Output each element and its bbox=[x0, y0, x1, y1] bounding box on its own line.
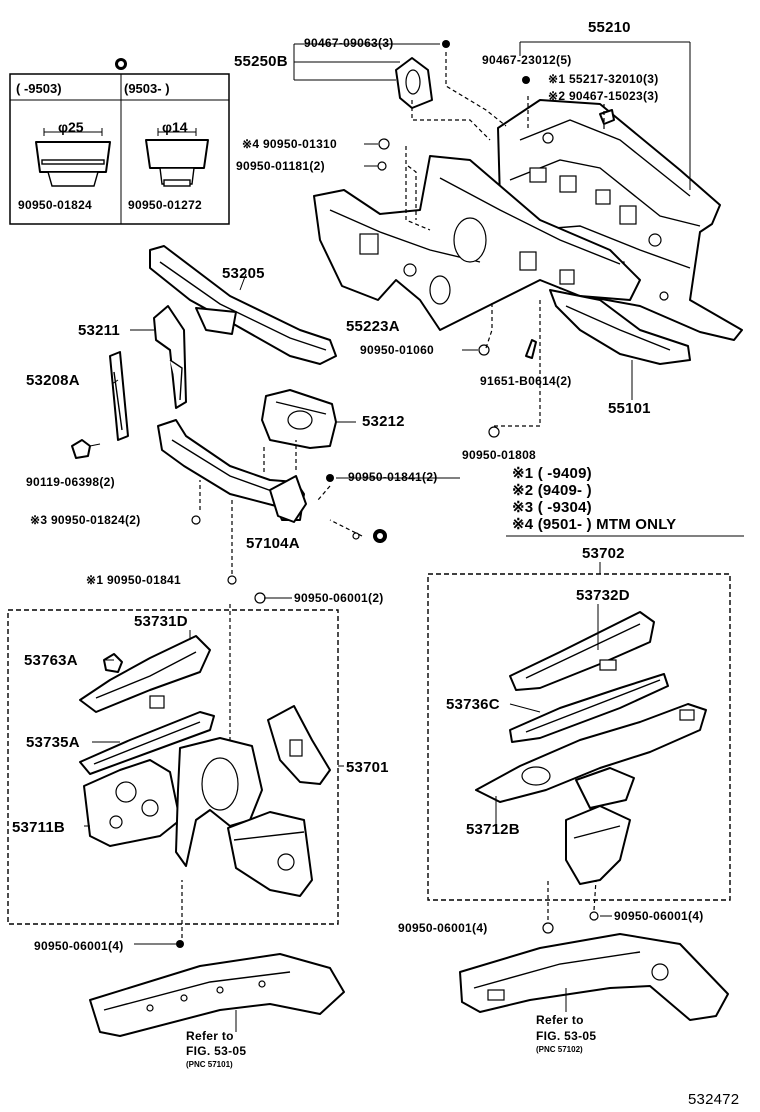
legend: ※1 ( -9409) ※2 (9409- ) ※3 ( -9304) ※4 (… bbox=[512, 466, 676, 534]
legend-range: ( -9409) bbox=[537, 465, 592, 482]
legend-row: ※2 (9409- ) bbox=[512, 483, 676, 500]
label-53735A: 53735A bbox=[26, 734, 80, 751]
label-90950-01824-2: ※3 90950-01824(2) bbox=[30, 513, 141, 527]
inset-left-size: φ25 bbox=[58, 119, 84, 135]
bolt-90119 bbox=[71, 439, 101, 459]
legend-row: ※3 ( -9304) bbox=[512, 500, 676, 517]
label-91651-B0614: 91651-B0614(2) bbox=[480, 374, 572, 388]
label-90467-09063: 90467-09063(3) bbox=[304, 36, 394, 50]
frame-left-57101 bbox=[89, 953, 345, 1037]
refer-right-line1: Refer to bbox=[536, 1013, 584, 1027]
label-90950-06001-2: 90950-06001(2) bbox=[294, 591, 384, 605]
label-90950-01060: 90950-01060 bbox=[360, 343, 435, 357]
label-53732D: 53732D bbox=[576, 587, 630, 604]
cowl-panel-55101 bbox=[549, 289, 691, 365]
inset-left-part: 90950-01824 bbox=[18, 198, 93, 212]
label-90950-01181: 90950-01181(2) bbox=[236, 159, 325, 173]
legend-mark: ※3 bbox=[512, 499, 534, 516]
bracket-53208A bbox=[109, 351, 129, 441]
label-55223A: 55223A bbox=[346, 318, 400, 335]
legend-mark: ※4 bbox=[512, 516, 534, 533]
label-53212: 53212 bbox=[362, 413, 405, 430]
label-53701: 53701 bbox=[346, 759, 389, 776]
grommet-small-drawing bbox=[145, 128, 209, 187]
legend-range: (9501- ) MTM ONLY bbox=[537, 516, 677, 533]
label-90467-23012: 90467-23012(5) bbox=[482, 53, 572, 67]
refer-left-line2: FIG. 53-05 bbox=[186, 1044, 247, 1058]
apron-group-53701 bbox=[7, 609, 339, 925]
label-53736C: 53736C bbox=[446, 696, 500, 713]
label-90950-06001-4-mid: 90950-06001(4) bbox=[398, 921, 488, 935]
support-lower-57104A bbox=[157, 419, 307, 523]
label-53731D: 53731D bbox=[134, 613, 188, 630]
diagram-id: 532472 bbox=[688, 1091, 740, 1108]
label-55210: 55210 bbox=[588, 19, 631, 36]
support-53205 bbox=[149, 245, 337, 365]
refer-right-line3: (PNC 57102) bbox=[536, 1045, 583, 1054]
label-55250B: 55250B bbox=[234, 53, 288, 70]
legend-mark: ※2 bbox=[512, 482, 534, 499]
inset-right-part: 90950-01272 bbox=[128, 198, 203, 212]
legend-mark: ※1 bbox=[512, 465, 534, 482]
inset-box bbox=[9, 58, 230, 225]
grommet-55250B bbox=[395, 57, 433, 109]
label-53205: 53205 bbox=[222, 265, 265, 282]
bracket-53212 bbox=[261, 389, 337, 449]
inset-header-left: ( -9503) bbox=[16, 81, 62, 96]
inset-header-right: (9503- ) bbox=[124, 81, 170, 96]
legend-range: (9409- ) bbox=[537, 482, 592, 499]
refer-left-line3: (PNC 57101) bbox=[186, 1060, 233, 1069]
label-90950-06001-4-right: 90950-06001(4) bbox=[614, 909, 704, 923]
label-53211: 53211 bbox=[78, 322, 120, 339]
label-55217-32010: ※1 55217-32010(3) bbox=[548, 72, 659, 86]
label-53763A: 53763A bbox=[24, 652, 78, 669]
insulator-55223A bbox=[313, 155, 641, 331]
legend-row: ※1 ( -9409) bbox=[512, 466, 676, 483]
frame-right-57102 bbox=[459, 933, 729, 1021]
apron-group-53702 bbox=[427, 573, 731, 901]
label-90467-15023: ※2 90467-15023(3) bbox=[548, 89, 659, 103]
legend-row: ※4 (9501- ) MTM ONLY bbox=[512, 517, 676, 534]
leader-lines bbox=[84, 41, 744, 1032]
bracket-53211 bbox=[153, 305, 187, 409]
refer-right-line2: FIG. 53-05 bbox=[536, 1029, 597, 1043]
label-53711B: 53711B bbox=[12, 819, 65, 836]
label-90950-01808: 90950-01808 bbox=[462, 448, 537, 462]
label-53712B: 53712B bbox=[466, 821, 520, 838]
label-90950-01841: ※1 90950-01841 bbox=[86, 573, 181, 587]
dashed-lines bbox=[181, 52, 605, 938]
fasteners bbox=[176, 40, 615, 948]
label-90950-01841-2: 90950-01841(2) bbox=[348, 470, 438, 484]
label-53702: 53702 bbox=[582, 545, 625, 562]
label-57104A: 57104A bbox=[246, 535, 300, 552]
inset-right-size: φ14 bbox=[162, 119, 188, 135]
grommet-large-drawing bbox=[35, 128, 111, 187]
label-90950-01310: ※4 90950-01310 bbox=[242, 137, 337, 151]
label-90950-06001-4-left: 90950-06001(4) bbox=[34, 939, 124, 953]
label-55101: 55101 bbox=[608, 400, 651, 417]
legend-range: ( -9304) bbox=[537, 499, 592, 516]
label-53208A: 53208A bbox=[26, 372, 80, 389]
label-90119-06398: 90119-06398(2) bbox=[26, 475, 115, 489]
refer-left-line1: Refer to bbox=[186, 1029, 234, 1043]
